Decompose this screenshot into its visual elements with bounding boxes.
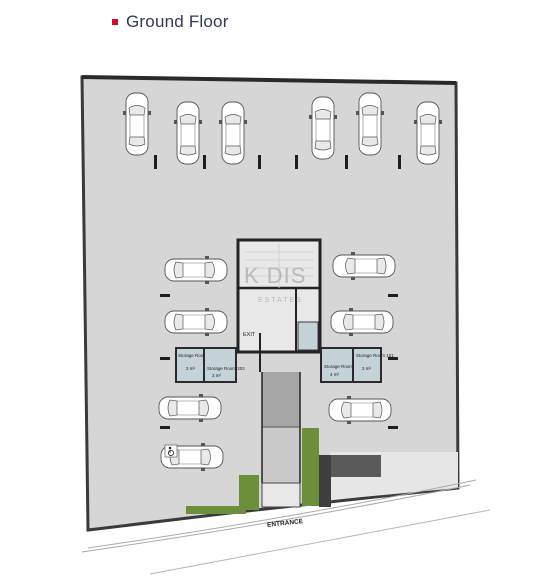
svg-text:3 m²: 3 m² xyxy=(186,366,196,371)
svg-text:Storage Room 202: Storage Room 202 xyxy=(207,366,245,371)
storage-room-202: Storage Room 202 3 m² xyxy=(203,347,245,383)
storage-room-101: Storage Room 101 3 m² xyxy=(352,347,394,383)
planter-bottom xyxy=(186,506,246,514)
planter-left xyxy=(239,475,259,510)
car-icon xyxy=(413,101,443,165)
car-icon xyxy=(164,307,228,337)
car-icon xyxy=(122,92,152,156)
car-icon xyxy=(328,395,392,425)
car-icon xyxy=(330,307,394,337)
floor-title: Ground Floor xyxy=(112,12,229,32)
wheelchair-icon xyxy=(164,444,178,458)
car-icon xyxy=(308,96,338,160)
svg-text:4 m²: 4 m² xyxy=(330,372,340,377)
svg-text:Storage Room 101: Storage Room 101 xyxy=(356,353,394,358)
watermark-logo: K DIS xyxy=(244,263,306,288)
entrance-label: ENTRANCE xyxy=(267,518,304,529)
car-icon xyxy=(355,92,385,156)
car-icon xyxy=(218,101,248,165)
storage-room-102: Storage Room 102 3 m² xyxy=(175,347,216,383)
car-icon xyxy=(164,255,228,285)
page-title: Ground Floor xyxy=(126,12,229,31)
svg-text:Storage Room 102: Storage Room 102 xyxy=(178,353,216,358)
car-icon xyxy=(332,251,396,281)
car-icon xyxy=(173,101,203,165)
car-icon xyxy=(158,393,222,423)
title-bullet xyxy=(112,19,118,25)
exit-label: EXIT xyxy=(243,332,256,338)
svg-text:Storage Room 201: Storage Room 201 xyxy=(324,364,362,369)
parking-separators xyxy=(154,155,401,429)
watermark-sub: ESTATES xyxy=(258,297,303,304)
svg-text:3 m²: 3 m² xyxy=(212,373,222,378)
planter-right xyxy=(302,428,319,506)
ramp xyxy=(262,372,300,427)
utility-room xyxy=(297,321,319,351)
svg-text:3 m²: 3 m² xyxy=(362,366,372,371)
bin-store xyxy=(331,455,381,477)
